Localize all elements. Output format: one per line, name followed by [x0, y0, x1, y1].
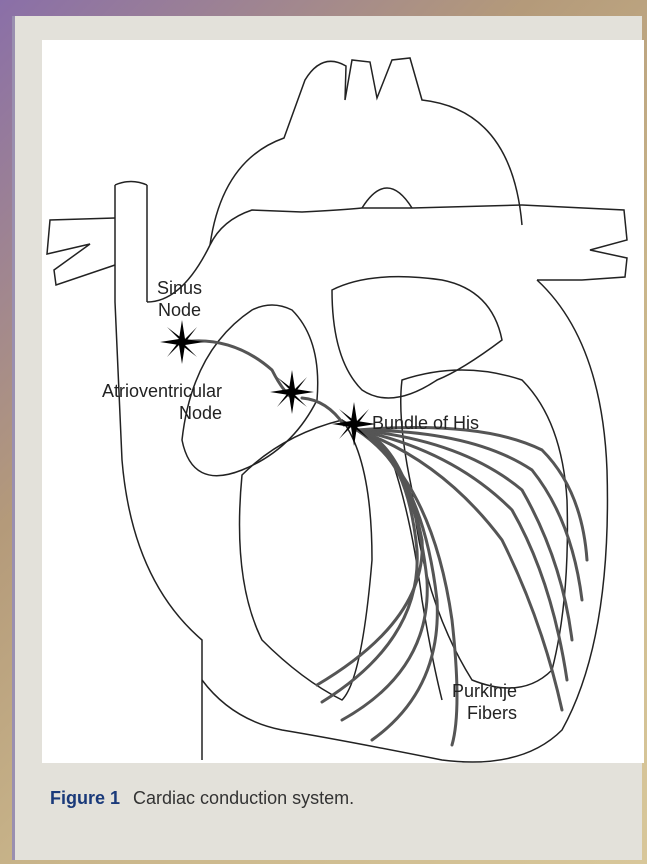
figure-number: Figure 1: [50, 788, 120, 808]
figure-caption-text: Cardiac conduction system.: [133, 788, 354, 808]
sinus-node-label: Sinus Node: [157, 277, 202, 321]
heart-diagram: Sinus Node Atrioventricular Node Bundle …: [42, 40, 644, 763]
bundle-of-his-label: Bundle of His: [372, 412, 479, 434]
purkinje-fibers-label: Purkinje Fibers: [452, 680, 517, 724]
figure-caption: Figure 1 Cardiac conduction system.: [50, 788, 354, 809]
figure-panel: Sinus Node Atrioventricular Node Bundle …: [12, 16, 642, 860]
sinus-node-burst: [160, 320, 204, 364]
av-node-label: Atrioventricular Node: [102, 380, 222, 424]
